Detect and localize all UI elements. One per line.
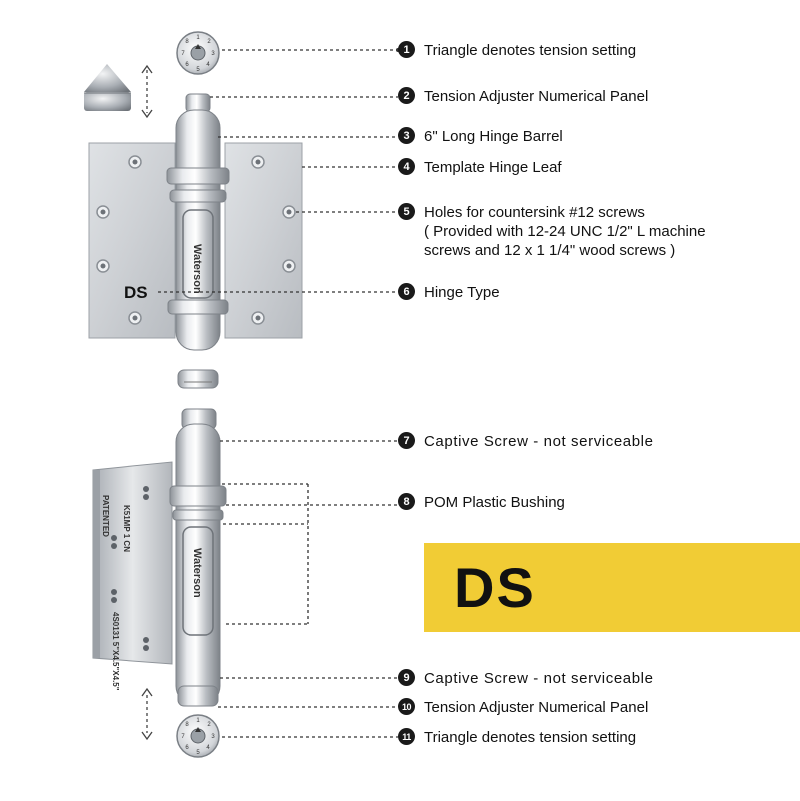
callout-text-line-1: Holes for countersink #12 screws [424,204,645,221]
callout-text-line-2: ( Provided with 12-24 UNC 1/2" L machine [424,223,706,240]
callout-number: 3 [398,127,415,144]
callout-7: 7 Captive Screw - not serviceable [398,432,654,451]
callout-10: 10 Tension Adjuster Numerical Panel [398,698,648,717]
callout-text: Hinge Type [424,284,500,301]
svg-text:5: 5 [196,67,200,73]
callout-text: Captive Screw - not serviceable [424,670,654,687]
arrow-icon [141,64,153,119]
svg-text:4: 4 [206,745,210,751]
callout-number: 2 [398,87,415,104]
callout-3: 3 6" Long Hinge Barrel [398,127,563,146]
callout-text: 6" Long Hinge Barrel [424,128,563,145]
leader-lines [158,49,398,738]
hinge-type-label: DS [124,283,148,302]
callout-number: 4 [398,158,415,175]
callout-text: POM Plastic Bushing [424,494,565,511]
callout-11: 11 Triangle denotes tension setting [398,728,636,747]
svg-text:7: 7 [181,734,185,740]
svg-text:6: 6 [185,745,189,751]
callout-number: 8 [398,493,415,510]
callout-text-line-3: screws and 12 x 1 1/4" wood screws ) [424,242,676,259]
callout-1: 1 Triangle denotes tension setting [398,41,636,60]
callout-4: 4 Template Hinge Leaf [398,158,562,177]
hinge-type-badge: DS [424,543,800,632]
arrow-icon [141,687,153,741]
svg-text:1: 1 [196,35,200,41]
callout-5: 5 Holes for countersink #12 screws ( Pro… [398,203,706,260]
svg-text:4: 4 [206,62,210,68]
dial-icon: 1 23 45 6 78 [176,714,220,758]
callout-number: 6 [398,283,415,300]
callout-number: 7 [398,432,415,449]
svg-text:5: 5 [196,750,200,756]
callout-text: Tension Adjuster Numerical Panel [424,88,649,105]
stamp-patented: PATENTED [101,495,110,537]
dial-icon: 1 23 45 6 78 [176,31,220,75]
svg-text:2: 2 [207,722,211,728]
stamp-model: K51MP 1 CN [122,505,131,552]
callout-2: 2 Tension Adjuster Numerical Panel [398,87,648,106]
cap-icon [84,64,131,111]
svg-text:2: 2 [207,39,211,45]
callout-9: 9 Captive Screw - not serviceable [398,669,654,688]
stamp-size: 4S0131 5"X4.5"X4.5" [111,612,120,691]
svg-text:8: 8 [185,722,189,728]
callout-8: 8 POM Plastic Bushing [398,493,565,512]
callout-6: 6 Hinge Type [398,283,500,302]
svg-text:3: 3 [211,51,215,57]
badge-label: DS [454,556,536,619]
brand-mark-2: Waterson [191,548,203,598]
callout-number: 10 [398,698,415,715]
brand-mark: Waterson [191,244,203,294]
svg-text:3: 3 [211,734,215,740]
svg-text:6: 6 [185,62,189,68]
callout-number: 5 [398,203,415,220]
callout-text: Template Hinge Leaf [424,159,562,176]
svg-text:8: 8 [185,39,189,45]
callout-number: 11 [398,728,415,745]
callout-text: Tension Adjuster Numerical Panel [424,699,649,716]
callout-text: Triangle denotes tension setting [424,729,637,746]
callout-text: Triangle denotes tension setting [424,42,637,59]
callout-text: Captive Screw - not serviceable [424,433,654,450]
svg-text:1: 1 [196,718,200,724]
callout-number: 1 [398,41,415,58]
callout-number: 9 [398,669,415,686]
svg-text:7: 7 [181,51,185,57]
